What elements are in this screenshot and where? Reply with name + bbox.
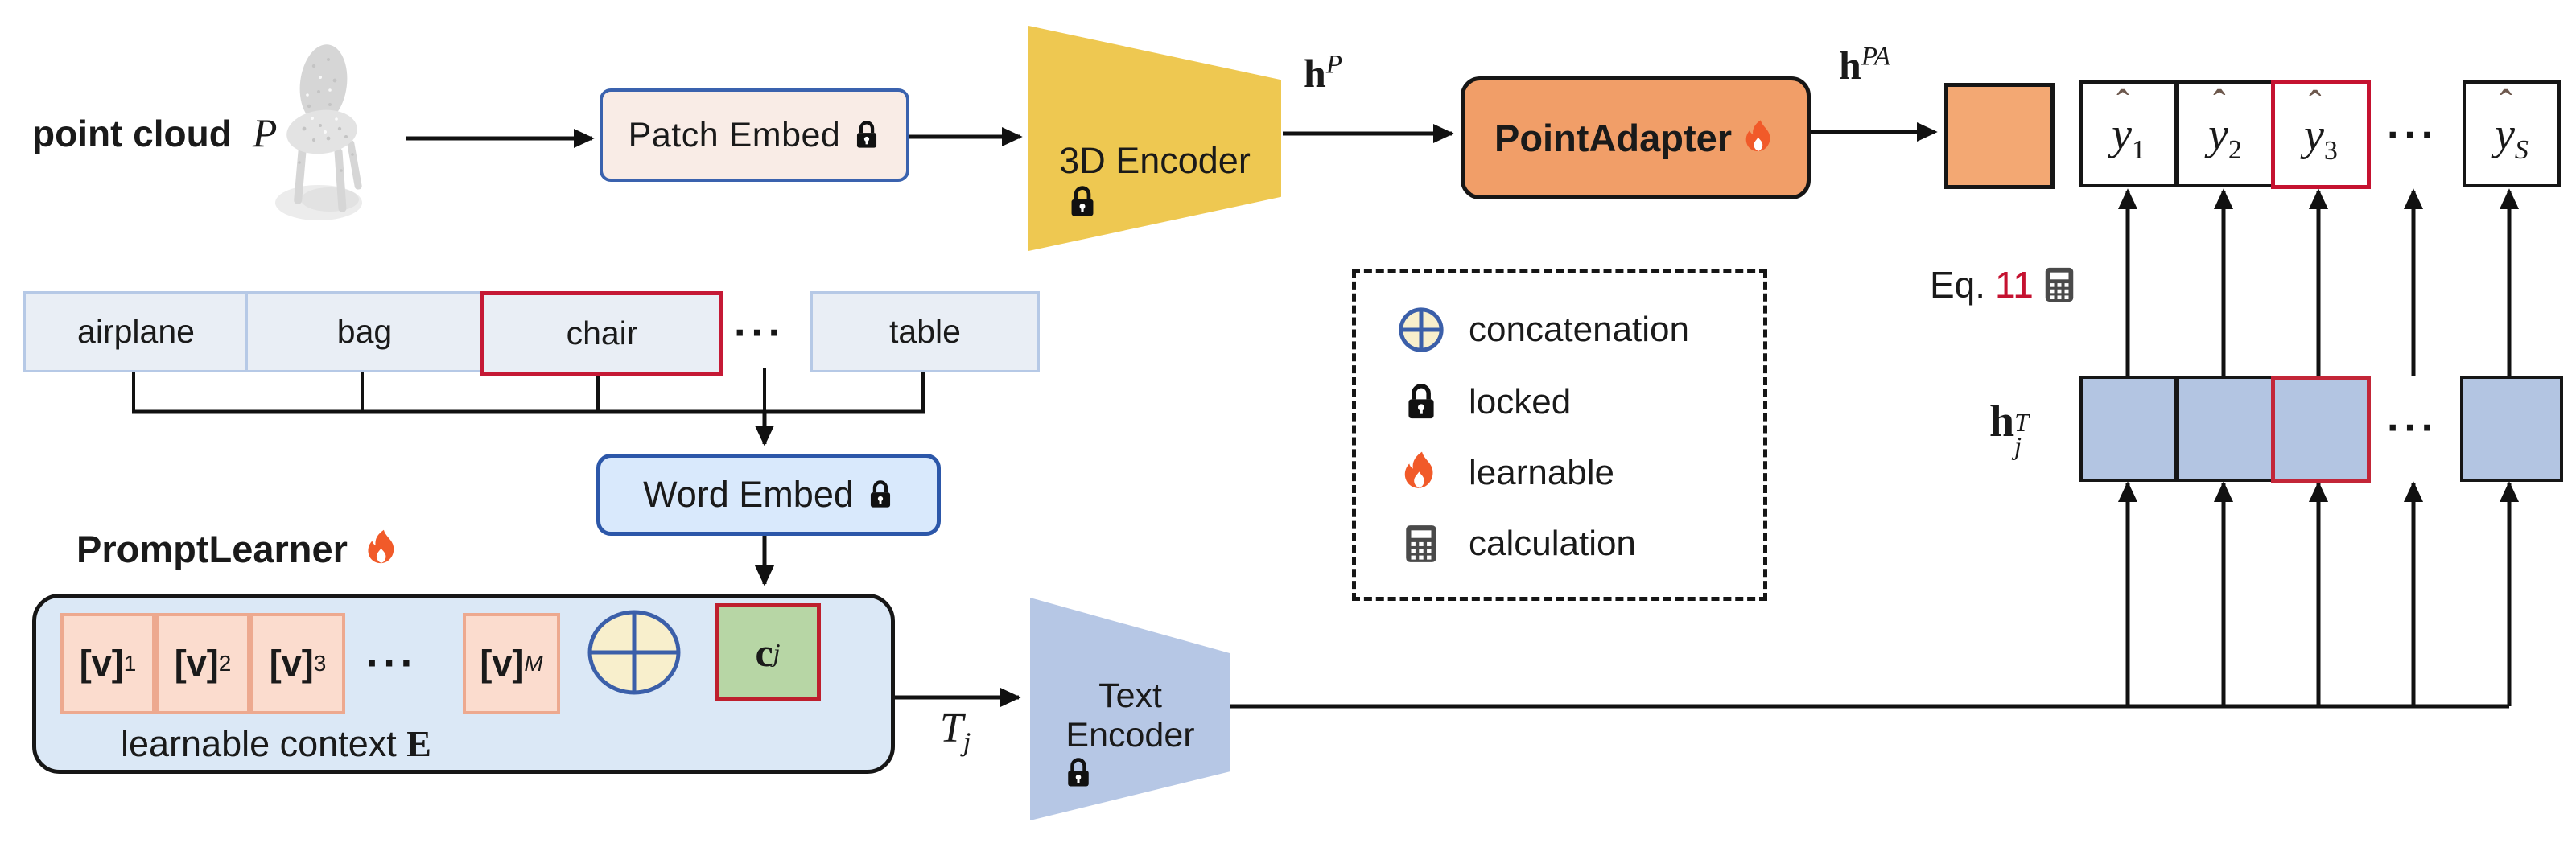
text-feature-block-s [2460,376,2563,482]
text-encoder-label: Text Encoder [1065,676,1195,755]
legend-box: concatenation locked learnable [1352,269,1767,601]
point-adapter-label: PointAdapter [1494,117,1733,159]
class-label: table [889,313,961,350]
context-token-base: [v] [79,643,124,684]
equation-prefix: Eq. [1930,264,1986,306]
point-adapter-node: PointAdapter [1461,76,1811,199]
legend-label: concatenation [1469,309,1689,349]
class-label: bag [336,313,393,350]
pred-sub: 2 [2228,134,2242,165]
learnable-context-caption: learnable context E [121,722,431,765]
text-feature-block-2 [2176,376,2274,482]
legend-item-locked: locked [1356,381,1763,423]
h-p-feature-label: hP [1304,50,1342,97]
pred-base: y [2208,109,2228,159]
lock-icon [1068,758,1089,787]
h-p-sup: P [1325,50,1342,80]
legend-label: locked [1469,381,1572,422]
context-token-base: [v] [174,643,219,684]
prompt-learner-title: PromptLearner [76,527,401,571]
equation-number: 11 [1995,264,2034,306]
legend-item-concatenation: concatenation [1356,306,1763,353]
context-token-2: [v]2 [155,613,250,714]
word-embed-label: Word Embed [643,474,854,515]
h-p-base: h [1304,51,1326,96]
prompt-learner-label: PromptLearner [76,528,348,570]
prediction-ellipsis: ··· [2387,112,2438,158]
lock-icon [1408,383,1434,418]
h-pa-base: h [1839,43,1861,88]
adapted-feature-block [1944,83,2055,189]
patch-embed-label: Patch Embed [628,115,841,154]
pred-base: y [2304,109,2324,160]
context-token-base: [v] [480,643,525,684]
legend-label: calculation [1469,524,1636,564]
caption-text: learnable context [121,723,397,764]
h-t-base: h [1989,397,2015,446]
class-box-airplane: airplane [23,291,249,372]
point-cloud-text: point cloud [32,113,232,154]
context-token-3: [v]3 [250,613,345,714]
concat-icon [1399,307,1444,352]
t-j-sub: j [962,727,971,758]
patch-embed-node: Patch Embed [600,88,909,182]
flame-icon [1745,119,1770,151]
pred-base: y [2495,109,2515,159]
legend-label: learnable [1469,453,1615,493]
encoder-3d-label: 3D Encoder [1059,140,1251,181]
lock-icon [1071,186,1094,216]
lock-icon [870,480,890,508]
point-cloud-chair-image [275,44,362,220]
concat-icon [587,610,681,695]
class-ellipsis: ··· [734,310,785,356]
legend-item-learnable: learnable [1356,450,1763,496]
context-ellipsis: ··· [366,640,418,687]
hat-accent: ˆ [2116,81,2129,123]
legend-item-calculation: calculation [1356,524,1763,564]
class-label: chair [566,315,638,352]
calculator-icon [1406,525,1436,563]
h-t-sup: T [2014,408,2029,437]
caption-variable: E [406,723,431,764]
word-embed-node: Word Embed [596,454,941,536]
text-feature-block-3-highlighted [2271,376,2371,483]
hat-accent: ˆ [2213,81,2226,123]
point-cloud-label: point cloud P [32,109,277,156]
h-t-sub: j [2014,430,2022,460]
pred-sub: S [2514,134,2529,165]
pred-sub: 3 [2323,135,2338,166]
text-feature-ellipsis: ··· [2387,405,2438,451]
h-pa-sup: PA [1861,42,1890,72]
text-feature-block-1 [2079,376,2178,482]
t-j-prompt-label: Tj [940,705,971,756]
h-pa-feature-label: hPA [1839,42,1890,88]
class-label: airplane [77,313,195,350]
flame-icon [1404,451,1433,489]
hat-accent: ˆ [2500,81,2512,123]
class-box-table: table [810,291,1040,372]
class-box-chair-highlighted: chair [480,291,723,376]
context-token-1: [v]1 [60,613,155,714]
flame-icon [368,529,394,563]
calculator-icon [2045,267,2074,302]
context-token-m: [v]M [463,613,560,714]
pred-base: y [2112,109,2132,159]
t-j-base: T [940,705,963,751]
hat-accent: ˆ [2309,82,2322,124]
equation-reference: Eq. 11 [1930,264,2075,306]
lock-icon [857,121,877,148]
pred-sub: 1 [2131,134,2145,165]
class-box-bag: bag [245,291,484,372]
context-token-base: [v] [269,643,314,684]
point-cloud-variable: P [252,110,278,155]
class-token-base: c [755,630,773,675]
